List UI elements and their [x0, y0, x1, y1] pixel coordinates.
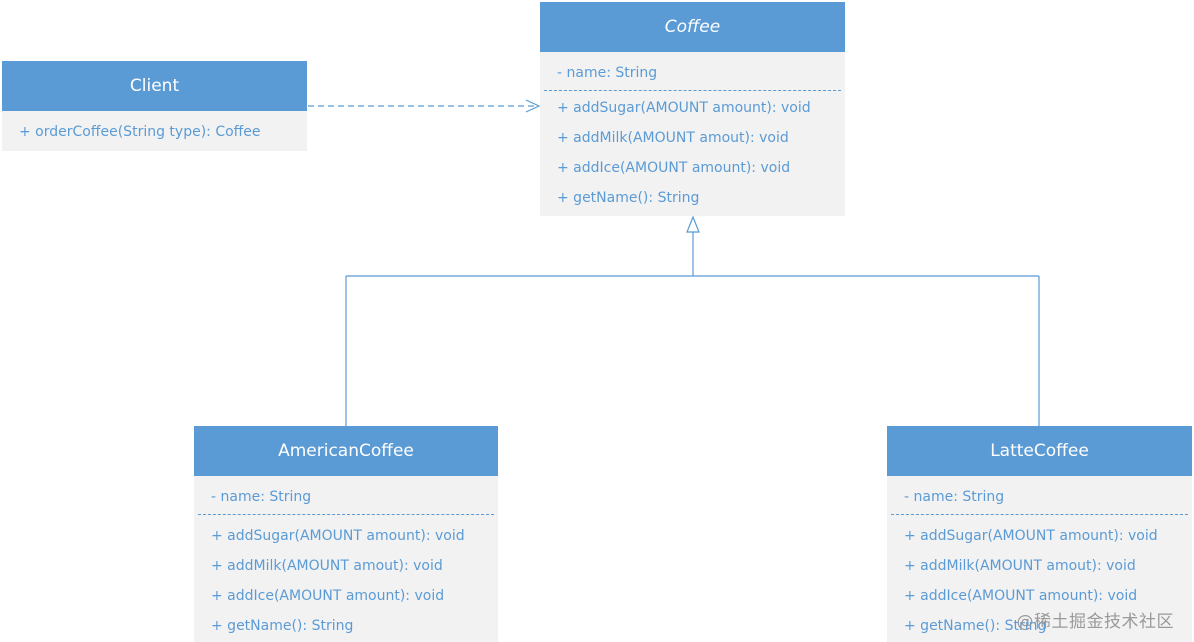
method-row: + addIce(AMOUNT amount): void	[211, 588, 445, 604]
attribute-row: - name: String	[904, 489, 1005, 505]
method-row: + addIce(AMOUNT amount): void	[904, 588, 1138, 604]
class-american-coffee-methods: + addSugar(AMOUNT amount): void + addMil…	[194, 517, 498, 641]
class-client[interactable]: Client + orderCoffee(String type): Coffe…	[2, 61, 307, 151]
class-coffee-methods: + addSugar(AMOUNT amount): void + addMil…	[540, 93, 845, 213]
class-coffee-attributes: - name: String	[540, 52, 845, 88]
class-client-name: Client	[2, 61, 307, 111]
attribute-row: - name: String	[557, 65, 658, 81]
method-row: + addSugar(AMOUNT amount): void	[904, 528, 1158, 544]
class-coffee-divider	[544, 90, 841, 91]
method-row: + orderCoffee(String type): Coffee	[19, 124, 261, 140]
class-latte-coffee-name: LatteCoffee	[887, 426, 1192, 476]
attribute-row: - name: String	[211, 489, 312, 505]
method-row: + addMilk(AMOUNT amout): void	[904, 558, 1136, 574]
method-row: + getName(): String	[557, 190, 700, 206]
method-row: + getName(): String	[904, 618, 1047, 634]
method-row: + addIce(AMOUNT amount): void	[557, 160, 791, 176]
class-client-methods: + orderCoffee(String type): Coffee	[2, 111, 307, 147]
class-latte-coffee-methods: + addSugar(AMOUNT amount): void + addMil…	[887, 517, 1192, 641]
dependency-arrowhead	[525, 99, 541, 113]
class-american-coffee-attributes: - name: String	[194, 476, 498, 512]
class-american-coffee-name: AmericanCoffee	[194, 426, 498, 476]
method-row: + addSugar(AMOUNT amount): void	[557, 100, 811, 116]
class-coffee[interactable]: Coffee - name: String + addSugar(AMOUNT …	[540, 2, 845, 216]
generalization-triangle-head	[686, 215, 700, 233]
class-latte-coffee-attributes: - name: String	[887, 476, 1192, 512]
class-latte-coffee[interactable]: LatteCoffee - name: String + addSugar(AM…	[887, 426, 1192, 642]
method-row: + addSugar(AMOUNT amount): void	[211, 528, 465, 544]
method-row: + getName(): String	[211, 618, 354, 634]
class-american-coffee[interactable]: AmericanCoffee - name: String + addSugar…	[194, 426, 498, 642]
watermark-text: @稀土掘金技术社区	[1016, 612, 1174, 632]
class-latte-coffee-divider	[891, 514, 1188, 515]
method-row: + addMilk(AMOUNT amout): void	[211, 558, 443, 574]
class-american-coffee-divider	[198, 514, 494, 515]
class-coffee-name: Coffee	[540, 2, 845, 52]
method-row: + addMilk(AMOUNT amout): void	[557, 130, 789, 146]
